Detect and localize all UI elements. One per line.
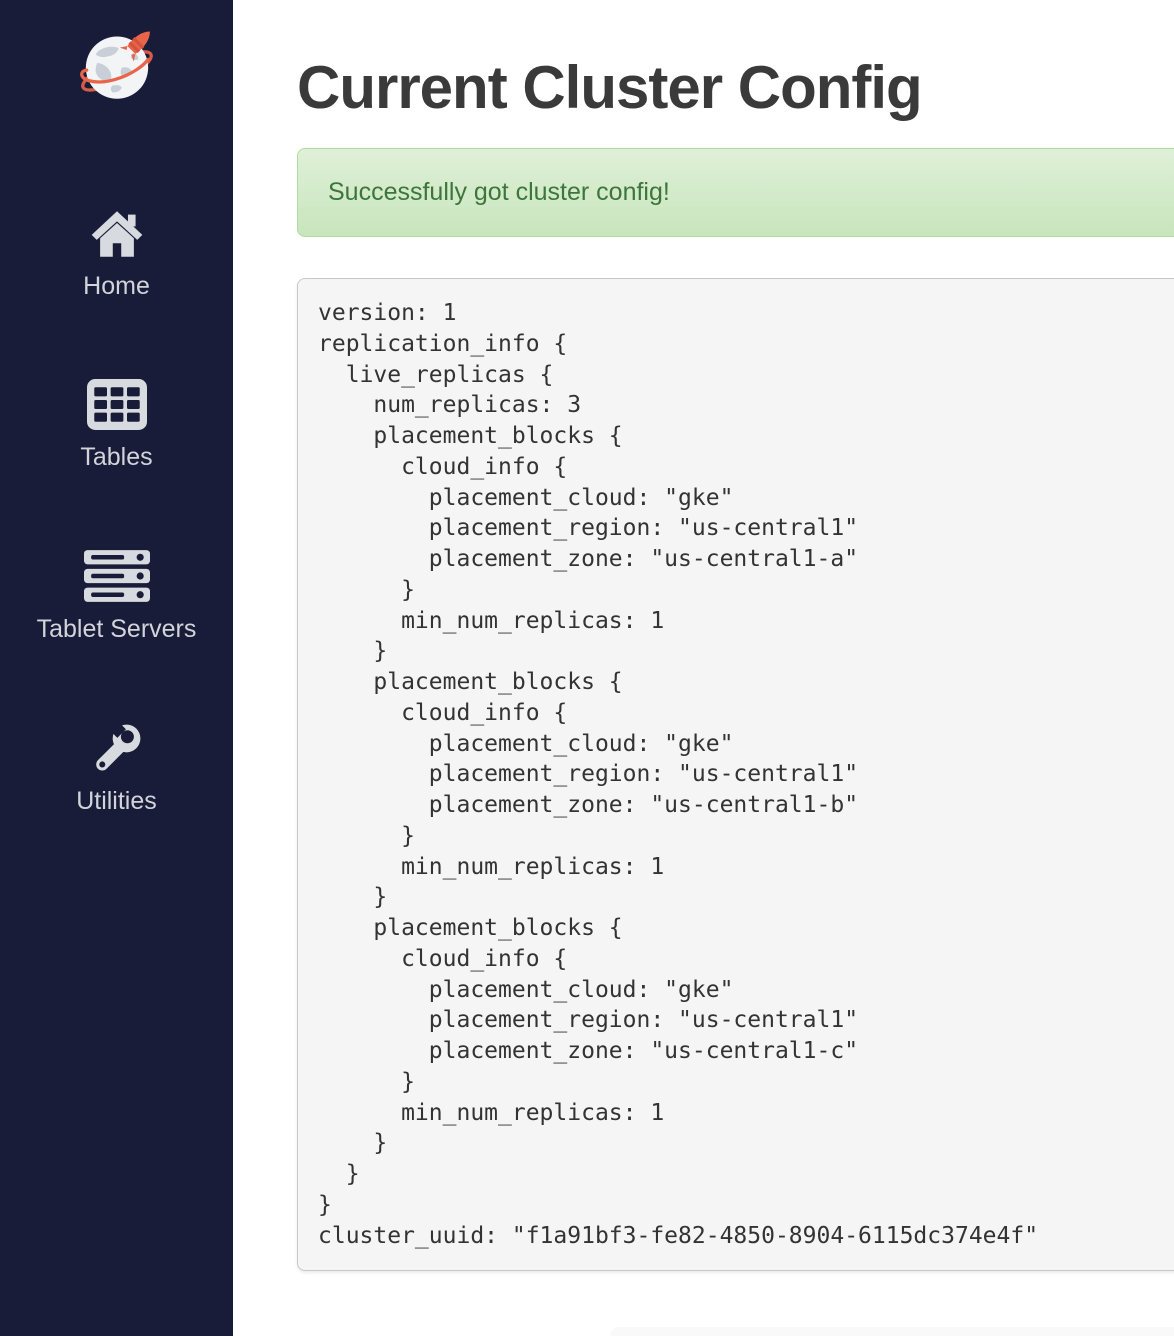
sidebar-item-home[interactable]: Home: [0, 209, 233, 301]
tables-icon: [86, 379, 147, 430]
sidebar-item-label: Tables: [80, 443, 153, 471]
sidebar-item-label: Tablet Servers: [36, 615, 197, 643]
cluster-config-code: version: 1 replication_info { live_repli…: [297, 278, 1174, 1272]
footer-panel-edge: [610, 1327, 1174, 1336]
sidebar-item-label: Utilities: [76, 787, 157, 815]
sidebar-item-utilities[interactable]: Utilities: [0, 722, 233, 816]
sidebar-item-label: Home: [83, 272, 150, 300]
page-title: Current Cluster Config: [297, 54, 923, 121]
home-icon: [91, 211, 142, 257]
servers-icon: [83, 550, 150, 602]
logo-link[interactable]: [76, 0, 158, 113]
sidebar-nav: Home Tables: [0, 209, 233, 816]
success-alert: Successfully got cluster config!: [297, 148, 1174, 237]
main-content: Current Cluster Config Successfully got …: [233, 0, 1174, 1336]
sidebar-item-tables[interactable]: Tables: [0, 379, 233, 472]
yugabyte-logo-icon: [79, 31, 153, 99]
sidebar: Home Tables: [0, 0, 233, 1336]
wrench-icon: [95, 722, 140, 771]
success-alert-message: Successfully got cluster config!: [328, 178, 670, 206]
sidebar-item-tablet-servers[interactable]: Tablet Servers: [0, 550, 233, 644]
